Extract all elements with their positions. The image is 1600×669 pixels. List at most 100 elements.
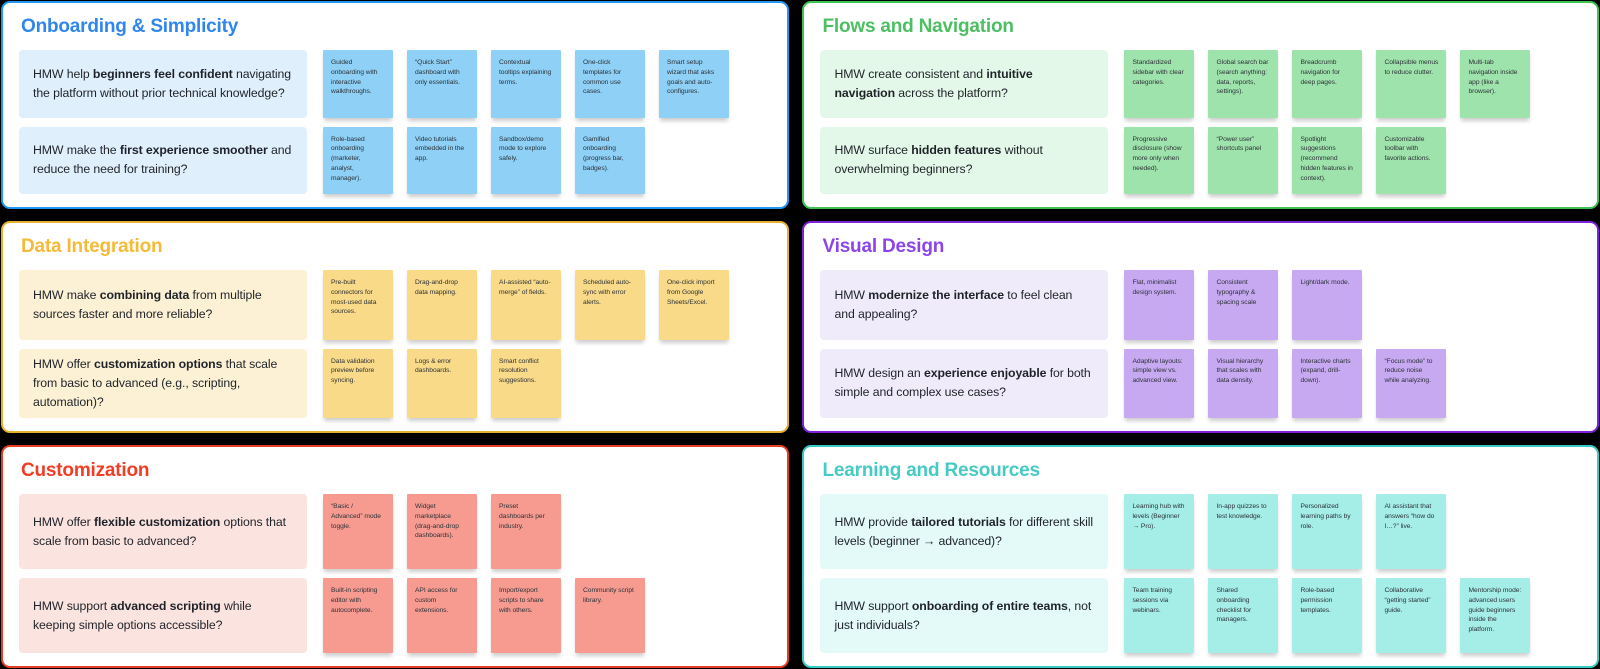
section-flows-navigation[interactable]: Flows and Navigation HMW create consiste… — [802, 1, 1599, 209]
sticky-note[interactable]: Role-based permission templates. — [1292, 578, 1363, 653]
sticky-note[interactable]: “Focus mode” to reduce noise while analy… — [1376, 348, 1447, 418]
sticky-note[interactable]: Personalized learning paths by role. — [1292, 494, 1363, 569]
question-text: HMW make the first experience smoother a… — [33, 141, 293, 179]
sticky-note[interactable]: One-click templates for common use cases… — [575, 50, 645, 118]
hmw-question[interactable]: HMW design an experience enjoyable for b… — [820, 348, 1109, 418]
hmw-question[interactable]: HMW surface hidden features without over… — [820, 126, 1109, 194]
idea-row: HMW offer flexible customization options… — [19, 494, 771, 569]
sticky-note[interactable]: Interactive charts (expand, drill-down). — [1292, 348, 1363, 418]
sticky-note[interactable]: Multi-tab navigation inside app (like a … — [1460, 50, 1531, 118]
sticky-note[interactable]: “Basic / Advanced” mode toggle. — [323, 494, 393, 569]
question-segment: HMW make the — [33, 143, 120, 158]
sticky-note[interactable]: Consistent typography & spacing scale — [1208, 270, 1279, 340]
question-highlight: hidden features — [911, 143, 1002, 158]
sticky-note[interactable]: Spotlight suggestions (recommend hidden … — [1292, 126, 1363, 194]
sticky-group: Guided onboarding with interactive walkt… — [323, 50, 729, 118]
question-highlight: onboarding of entire teams — [911, 598, 1068, 613]
question-text: HMW design an experience enjoyable for b… — [834, 364, 1094, 402]
section-onboarding-simplicity[interactable]: Onboarding & Simplicity HMW help beginne… — [1, 1, 790, 209]
section-title[interactable]: Onboarding & Simplicity — [21, 16, 239, 37]
sticky-note[interactable]: Contextual tooltips explaining terms. — [491, 50, 561, 118]
section-visual-design[interactable]: Visual Design HMW modernize the interfac… — [802, 221, 1599, 433]
sticky-group: Flat, minimalist design system. Consiste… — [1124, 270, 1363, 340]
question-segment: HMW surface — [834, 143, 912, 158]
sticky-note[interactable]: Guided onboarding with interactive walkt… — [323, 50, 393, 118]
sticky-note[interactable]: Video tutorials embedded in the app. — [407, 126, 477, 194]
section-title[interactable]: Customization — [21, 460, 150, 481]
sticky-note[interactable]: AI-assisted “auto-merge” of fields. — [491, 270, 561, 340]
sticky-note[interactable]: Standardized sidebar with clear categori… — [1124, 50, 1195, 118]
idea-row: HMW design an experience enjoyable for b… — [820, 348, 1581, 418]
hmw-question[interactable]: HMW support onboarding of entire teams, … — [820, 578, 1109, 653]
sticky-note[interactable]: Visual hierarchy that scales with data d… — [1208, 348, 1279, 418]
sticky-note[interactable]: One-click import from Google Sheets/Exce… — [659, 270, 729, 340]
section-customization[interactable]: Customization HMW offer flexible customi… — [1, 445, 790, 668]
sticky-note[interactable]: Logs & error dashboards. — [407, 348, 477, 418]
sticky-note[interactable]: “Power user” shortcuts panel — [1208, 126, 1279, 194]
question-segment: from multiple sources faster and more re… — [33, 287, 262, 321]
sticky-note[interactable]: Adaptive layouts: simple view vs. advanc… — [1124, 348, 1195, 418]
sticky-note[interactable]: Collaborative “getting started” guide. — [1376, 578, 1447, 653]
hmw-question[interactable]: HMW help beginners feel confident naviga… — [19, 50, 307, 118]
question-highlight: customization options — [93, 356, 223, 371]
sticky-group: Built-in scripting editor with autocompl… — [323, 578, 645, 653]
question-segment: that scale from basic to advanced (e.g.,… — [33, 356, 278, 409]
question-text: HMW support advanced scripting while kee… — [33, 597, 293, 635]
sticky-note[interactable]: “Quick Start” dashboard with only essent… — [407, 50, 477, 118]
sticky-note[interactable]: API access for custom extensions. — [407, 578, 477, 653]
hmw-question[interactable]: HMW modernize the interface to feel clea… — [820, 270, 1109, 340]
sticky-note[interactable]: Widget marketplace (drag-and-drop dashbo… — [407, 494, 477, 569]
sticky-note[interactable]: Gamified onboarding (progress bar, badge… — [575, 126, 645, 194]
sticky-note[interactable]: Mentorship mode: advanced users guide be… — [1460, 578, 1531, 653]
sticky-note[interactable]: Pre-built connectors for most-used data … — [323, 270, 393, 340]
sticky-note[interactable]: AI assistant that answers “how do I…?” l… — [1376, 494, 1447, 569]
question-text: HMW offer customization options that sca… — [33, 355, 293, 412]
sticky-note[interactable]: Learning hub with levels (Beginner → Pro… — [1124, 494, 1195, 569]
hmw-question[interactable]: HMW make the first experience smoother a… — [19, 126, 307, 194]
sticky-note[interactable]: In-app quizzes to test knowledge. — [1208, 494, 1279, 569]
question-highlight: modernize the interface — [868, 287, 1004, 302]
section-title[interactable]: Flows and Navigation — [822, 16, 1014, 37]
section-title[interactable]: Data Integration — [21, 236, 163, 257]
section-learning-resources[interactable]: Learning and Resources HMW provide tailo… — [802, 445, 1599, 668]
question-segment: for both simple and complex use cases? — [834, 366, 1091, 400]
sticky-note[interactable]: Data validation preview before syncing. — [323, 348, 393, 418]
question-segment: options that scale from basic to advance… — [33, 514, 286, 548]
question-segment: across the platform? — [894, 85, 1008, 100]
sticky-note[interactable]: Shared onboarding checklist for managers… — [1208, 578, 1279, 653]
question-text: HMW provide tailored tutorials for diffe… — [834, 513, 1094, 551]
question-segment: HMW create consistent and — [834, 66, 987, 81]
question-text: HMW modernize the interface to feel clea… — [834, 286, 1094, 324]
section-data-integration[interactable]: Data Integration HMW make combining data… — [1, 221, 790, 433]
sticky-note[interactable]: Import/export scripts to share with othe… — [491, 578, 561, 653]
hmw-question[interactable]: HMW offer flexible customization options… — [19, 494, 307, 569]
idea-row: HMW help beginners feel confident naviga… — [19, 50, 771, 118]
sticky-note[interactable]: Scheduled auto-sync with error alerts. — [575, 270, 645, 340]
question-segment: navigating the platform without prior te… — [33, 66, 292, 100]
hmw-question[interactable]: HMW provide tailored tutorials for diffe… — [820, 494, 1109, 569]
sticky-note[interactable]: Progressive disclosure (show more only w… — [1124, 126, 1195, 194]
hmw-question[interactable]: HMW make combining data from multiple so… — [19, 270, 307, 340]
sticky-note[interactable]: Customizable toolbar with favorite actio… — [1376, 126, 1447, 194]
hmw-question[interactable]: HMW offer customization options that sca… — [19, 348, 307, 418]
sticky-note[interactable]: Breadcrumb navigation for deep pages. — [1292, 50, 1363, 118]
sticky-note[interactable]: Role-based onboarding (marketer, analyst… — [323, 126, 393, 194]
sticky-note[interactable]: Sandbox/demo mode to explore safely. — [491, 126, 561, 194]
idea-row: HMW create consistent and intuitive navi… — [820, 50, 1581, 118]
sticky-note[interactable]: Community script library. — [575, 578, 645, 653]
sticky-note[interactable]: Built-in scripting editor with autocompl… — [323, 578, 393, 653]
section-title[interactable]: Visual Design — [822, 236, 945, 257]
sticky-note[interactable]: Flat, minimalist design system. — [1124, 270, 1195, 340]
sticky-note[interactable]: Smart conflict resolution suggestions. — [491, 348, 561, 418]
sticky-note[interactable]: Team training sessions via webinars. — [1124, 578, 1195, 653]
sticky-note[interactable]: Smart setup wizard that asks goals and a… — [659, 50, 729, 118]
section-title[interactable]: Learning and Resources — [822, 460, 1040, 481]
sticky-note[interactable]: Global search bar (search anything: data… — [1208, 50, 1279, 118]
sticky-note[interactable]: Preset dashboards per industry. — [491, 494, 561, 569]
sticky-note[interactable]: Collapsible menus to reduce clutter. — [1376, 50, 1447, 118]
sticky-note[interactable]: Drag-and-drop data mapping. — [407, 270, 477, 340]
sticky-note[interactable]: Light/dark mode. — [1292, 270, 1363, 340]
question-segment: HMW help — [33, 66, 93, 81]
hmw-question[interactable]: HMW support advanced scripting while kee… — [19, 578, 307, 653]
hmw-question[interactable]: HMW create consistent and intuitive navi… — [820, 50, 1109, 118]
